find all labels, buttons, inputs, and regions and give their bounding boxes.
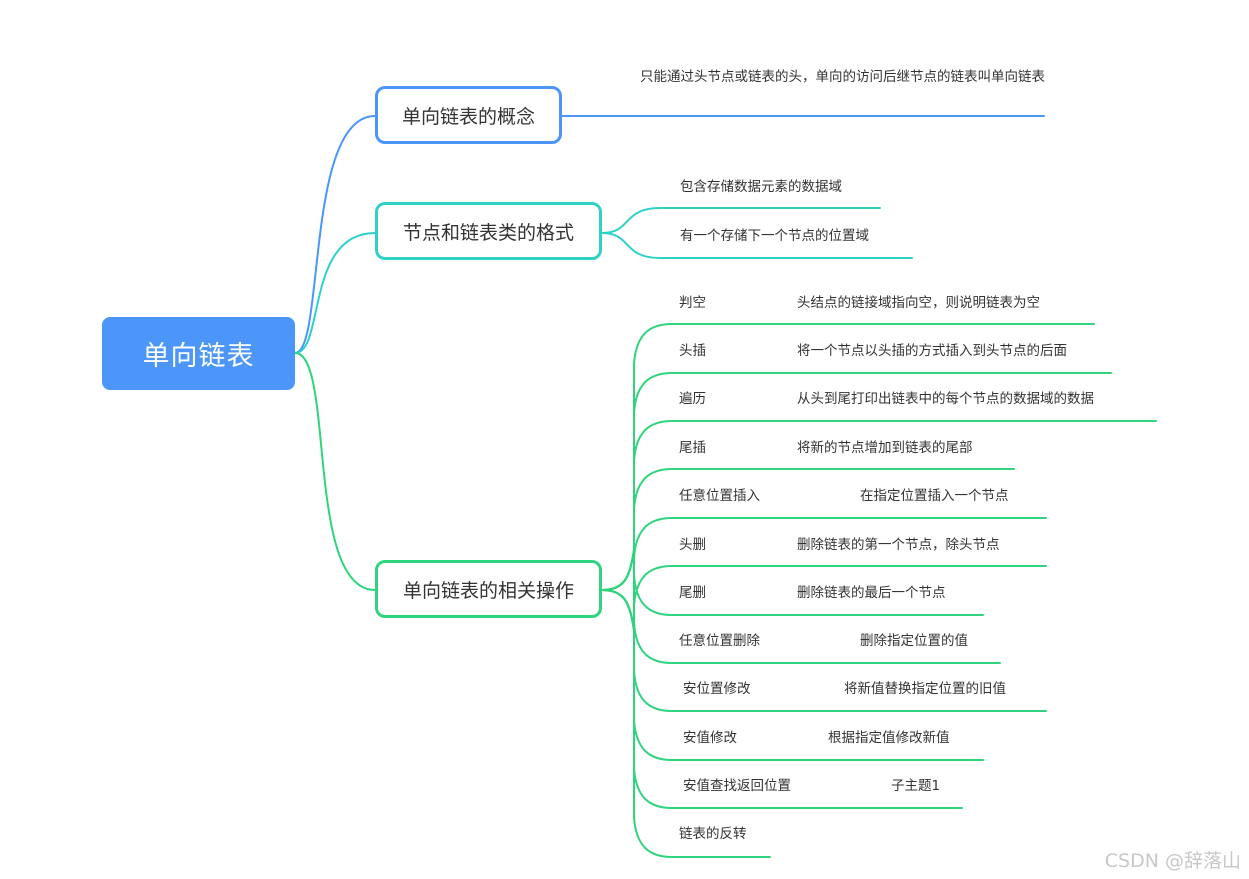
op-desc-head-insert: 将一个节点以头插的方式插入到头节点的后面	[797, 343, 1067, 359]
operation-line-5	[601, 517, 1047, 591]
branch-concept[interactable]: 单向链表的概念	[375, 86, 562, 144]
op-desc-modify-by-value: 根据指定值修改新值	[828, 730, 950, 746]
op-desc-find-by-value: 子主题1	[891, 778, 941, 794]
op-name-head-delete: 头删	[679, 537, 706, 553]
op-desc-traverse: 从头到尾打印出链表中的每个节点的数据域的数据	[797, 391, 1094, 407]
op-name-is-empty: 判空	[679, 295, 706, 311]
op-desc-tail-delete: 删除链表的最后一个节点	[797, 585, 946, 601]
format-item-data-field: 包含存储数据元素的数据域	[680, 179, 842, 195]
op-desc-is-empty: 头结点的链接域指向空，则说明链表为空	[797, 295, 1040, 311]
op-name-find-by-value: 安值查找返回位置	[683, 778, 791, 794]
op-name-tail-insert: 尾插	[679, 440, 706, 456]
root-to-format-line	[294, 232, 376, 354]
op-name-insert-at: 任意位置插入	[679, 488, 760, 504]
branch-node-format[interactable]: 节点和链表类的格式	[375, 202, 602, 260]
op-desc-tail-insert: 将新的节点增加到链表的尾部	[797, 440, 973, 456]
op-desc-insert-at: 在指定位置插入一个节点	[860, 488, 1009, 504]
format-item-next-line	[601, 232, 913, 259]
root-to-concept-line	[294, 115, 376, 354]
op-name-traverse: 遍历	[679, 391, 706, 407]
op-desc-head-delete: 删除链表的第一个节点，除头节点	[797, 537, 1000, 553]
op-desc-delete-at: 删除指定位置的值	[860, 633, 968, 649]
op-name-tail-delete: 尾删	[679, 585, 706, 601]
op-desc-modify-by-position: 将新值替换指定位置的旧值	[844, 681, 1006, 697]
op-name-head-insert: 头插	[679, 343, 706, 359]
op-name-delete-at: 任意位置删除	[679, 633, 760, 649]
branch-operations[interactable]: 单向链表的相关操作	[375, 560, 602, 618]
format-item-next-field: 有一个存储下一个节点的位置域	[680, 228, 869, 244]
op-name-modify-by-position: 安位置修改	[683, 681, 751, 697]
operation-line-12	[601, 589, 771, 858]
operation-line-11	[601, 589, 963, 809]
concept-description: 只能通过头节点或链表的头，单向的访问后继节点的链表叫单向链表	[640, 69, 1045, 85]
format-item-data-line	[601, 207, 881, 234]
root-node[interactable]: 单向链表	[102, 317, 295, 390]
watermark: CSDN @辞落山	[1104, 850, 1241, 872]
op-name-reverse: 链表的反转	[679, 826, 747, 842]
operation-line-7	[601, 574, 984, 631]
op-name-modify-by-value: 安值修改	[683, 730, 737, 746]
root-to-operations-line	[294, 352, 376, 591]
